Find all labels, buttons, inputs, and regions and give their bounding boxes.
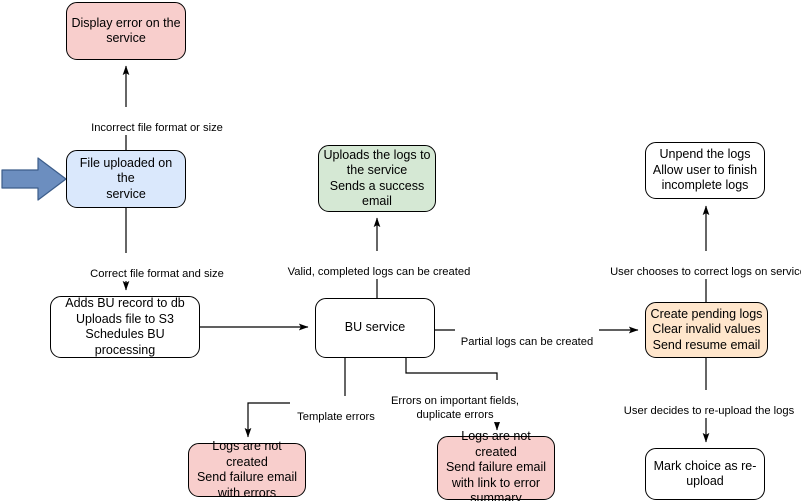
- edge-label-user-reuploads: User decides to re-upload the logs: [618, 390, 800, 418]
- node-file-uploaded-on-service[interactable]: File uploaded on the service: [66, 150, 186, 208]
- edge-label-partial-logs: Partial logs can be created: [455, 321, 599, 349]
- edge-label-template-errors: Template errors: [290, 396, 382, 424]
- node-bu-service[interactable]: BU service: [315, 298, 435, 358]
- incoming-block-arrow: [1, 157, 67, 201]
- node-logs-not-created-template-label: Logs are not created Send failure email …: [196, 439, 298, 500]
- edge-label-valid-completed-logs: Valid, completed logs can be created: [282, 251, 476, 279]
- node-logs-not-created-fields[interactable]: Logs are not created Send failure email …: [437, 429, 555, 501]
- node-mark-choice-reupload[interactable]: Mark choice as re- upload: [645, 448, 765, 500]
- node-display-error[interactable]: Display error on the service: [66, 2, 186, 60]
- edge-label-errors-important-fields: Errors on important fields, duplicate er…: [388, 380, 522, 422]
- node-logs-not-created-fields-label: Logs are not created Send failure email …: [445, 429, 547, 501]
- node-uploads-logs[interactable]: Uploads the logs to the service Sends a …: [318, 145, 436, 212]
- node-create-pending-logs[interactable]: Create pending logs Clear invalid values…: [645, 302, 768, 358]
- edge-label-incorrect-format: Incorrect file format or size: [60, 107, 254, 135]
- node-mark-choice-reupload-label: Mark choice as re- upload: [653, 458, 757, 489]
- node-adds-bu-record-label: Adds BU record to db Uploads file to S3 …: [65, 296, 185, 357]
- edge-label-user-corrects-logs-text: User chooses to correct logs on service: [610, 266, 801, 278]
- edge-label-correct-format-text: Correct file format and size: [90, 268, 224, 280]
- node-display-error-label: Display error on the service: [71, 15, 181, 46]
- node-unpend-logs-label: Unpend the logs Allow user to finish inc…: [652, 147, 758, 193]
- node-uploads-logs-label: Uploads the logs to the service Sends a …: [323, 147, 431, 209]
- node-unpend-logs[interactable]: Unpend the logs Allow user to finish inc…: [645, 142, 765, 199]
- node-logs-not-created-template[interactable]: Logs are not created Send failure email …: [188, 439, 306, 500]
- edge-label-template-errors-text: Template errors: [297, 411, 375, 423]
- edge-label-user-reuploads-text: User decides to re-upload the logs: [623, 405, 795, 417]
- edge-label-partial-logs-text: Partial logs can be created: [460, 336, 594, 348]
- edge-label-errors-important-fields-text: Errors on important fields, duplicate er…: [390, 395, 520, 421]
- node-create-pending-logs-label: Create pending logs Clear invalid values…: [650, 306, 763, 352]
- edge-label-user-corrects-logs: User chooses to correct logs on service: [608, 251, 801, 279]
- edge-label-valid-completed-logs-text: Valid, completed logs can be created: [287, 266, 471, 278]
- edge-label-correct-format: Correct file format and size: [60, 253, 254, 281]
- edge-label-incorrect-format-text: Incorrect file format or size: [91, 122, 223, 134]
- node-bu-service-label: BU service: [344, 320, 406, 335]
- node-adds-bu-record[interactable]: Adds BU record to db Uploads file to S3 …: [50, 296, 200, 358]
- node-file-uploaded-on-service-label: File uploaded on the service: [79, 155, 173, 201]
